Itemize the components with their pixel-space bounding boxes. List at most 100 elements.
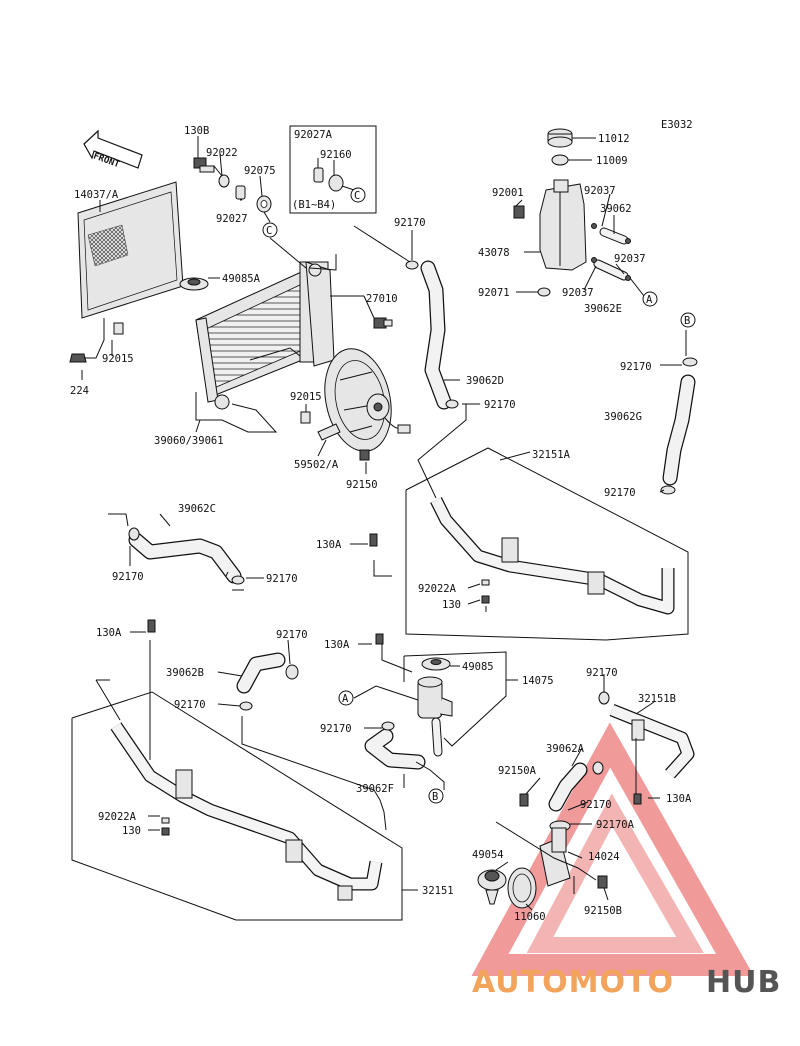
bolt-icon [519,793,529,807]
label-14024: 14024 [588,851,620,863]
label-32151b: 32151B [638,693,676,705]
label-224: 224 [70,385,89,397]
hose-clamp-icon [592,761,604,775]
label-92170: 92170 [320,723,352,735]
radiator-cap-icon [179,277,209,291]
thermostat-icon [477,869,507,905]
label-92170: 92170 [484,399,516,411]
bolt-icon [633,793,642,805]
bolt-icon [375,633,384,645]
bolt-icon [161,827,170,836]
svg-text:B: B [684,315,690,327]
collar-icon [235,185,246,200]
cap-gasket-icon [551,154,569,166]
label-39060-39061: 39060/39061 [154,435,224,447]
cap-49085-icon [421,657,451,671]
label-92150a: 92150A [498,765,537,777]
hose-39062b [236,652,286,694]
clip-icon [591,257,597,263]
bolt-130b-icon [193,157,215,173]
label-92170: 92170 [276,629,308,641]
label-39062c: 39062C [178,503,216,515]
label-11009: 11009 [596,155,628,167]
hose-39062d [420,260,452,410]
hose-clamp-icon [231,575,245,585]
label-92027: 92027 [216,213,248,225]
label-92160: 92160 [320,149,352,161]
label-92150: 92150 [346,479,378,491]
washer-icon [161,817,170,824]
hose-clamp-icon [660,485,676,495]
hose-clamp-icon [598,691,610,705]
damper-icon [537,287,551,297]
option-box [289,125,377,214]
label-39062g: 39062G [604,411,642,423]
svg-text:C: C [266,225,272,237]
label-49085: 49085 [462,661,494,673]
label-92075: 92075 [244,165,276,177]
hose-39062c [128,532,242,584]
label-130a: 130A [96,627,122,639]
hose-39062g [662,374,696,486]
label-11012: 11012 [598,133,630,145]
hose-clamp-icon [405,260,419,270]
watermark-part2: HUB [706,965,781,1000]
label-92170: 92170 [112,571,144,583]
pipe-32151b [609,703,695,779]
label-130b: 130B [184,125,209,137]
label-92170: 92170 [586,667,618,679]
radiator [195,261,335,410]
label-92022: 92022 [206,147,238,159]
label-92150b: 92150B [584,905,622,917]
label-27010: 27010 [366,293,398,305]
diagram-code: E3032 [661,119,693,131]
washer-icon [481,579,490,586]
label-14075: 14075 [522,675,554,687]
bolt-icon [147,619,156,633]
label-92170: 92170 [604,487,636,499]
grommet-icon [328,174,344,192]
bolt-icon [513,205,525,219]
label-92071: 92071 [478,287,510,299]
label-130a: 130A [666,793,692,805]
label-43078: 43078 [478,247,510,259]
callout-c1: C [262,222,278,238]
clip-icon [300,411,311,424]
leader-lines [71,136,689,921]
label-39062: 39062 [600,203,632,215]
radiator-screen [77,181,184,319]
label-92022a: 92022A [98,811,137,823]
svg-text:A: A [342,693,349,705]
callout-a1: A [642,291,658,307]
label-39062f: 39062F [356,783,394,795]
label-14037a: 14037/A [74,189,119,201]
label-49085a: 49085A [222,273,261,285]
bolt-icon [369,533,378,547]
clip-icon [625,238,631,244]
clip-icon [591,223,597,229]
label-11060: 11060 [514,911,546,923]
label-130a: 130A [316,539,342,551]
front-arrow-icon: FRONT [83,129,143,170]
grommet-icon [256,195,272,213]
label-92027a: 92027A [294,129,333,141]
label-32151a: 32151A [532,449,571,461]
label-39062b: 39062B [166,667,204,679]
svg-text:A: A [646,294,653,306]
hose-clamp-icon [128,527,140,541]
clip-icon [625,275,631,281]
callout-b2: B [428,788,444,804]
reservoir-tank [539,179,587,271]
label-92015: 92015 [290,391,322,403]
label-92037: 92037 [562,287,594,299]
label-92170: 92170 [266,573,298,585]
hose-clamp-icon [381,721,395,731]
hose-clamp-icon [239,701,253,711]
reservoir-cap-icon [547,128,573,148]
label-92170: 92170 [174,699,206,711]
hose-39062a [548,762,588,812]
callout-c2: C [350,187,366,203]
svg-text:C: C [354,190,360,202]
bolt-icon [69,353,87,363]
